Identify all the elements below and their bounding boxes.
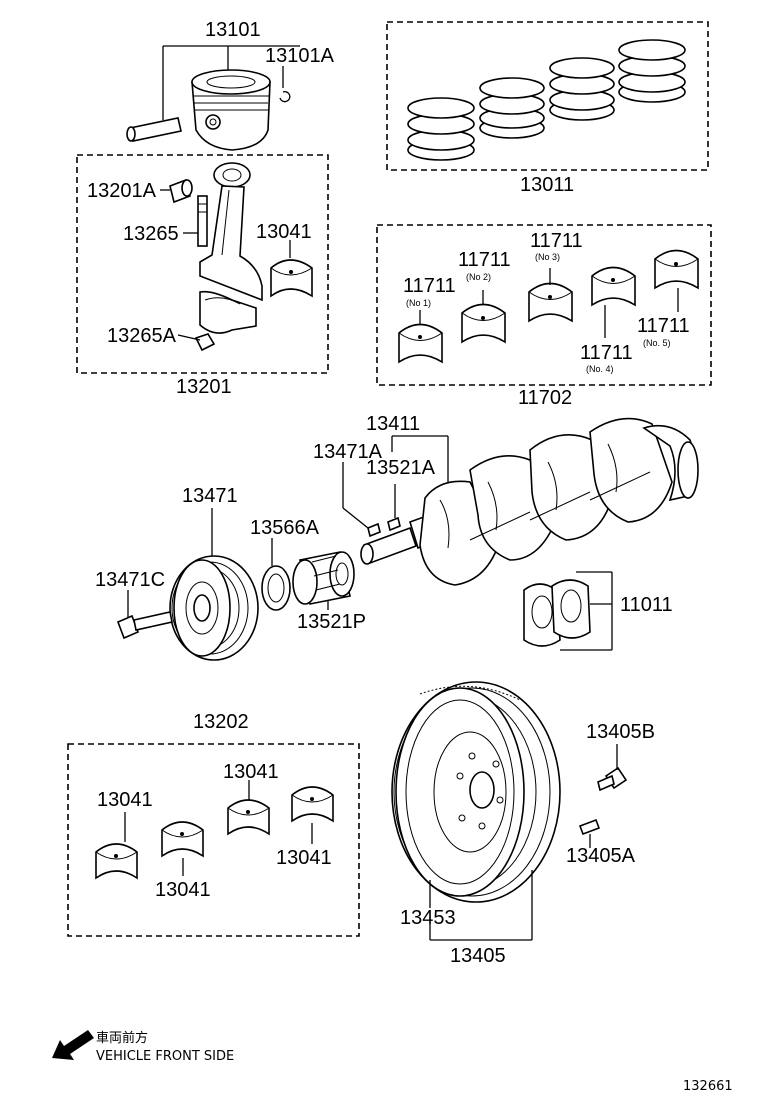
piston-group[interactable]: 13101 13101A <box>126 19 335 151</box>
label-13521P: 13521P <box>297 611 366 633</box>
label-13041-c: 13041 <box>223 761 279 783</box>
connecting-rod-group[interactable]: 13201A 13265 13041 13265A 13201 <box>76 154 329 398</box>
crank-pulley-group[interactable]: 13471 13471C <box>95 485 259 661</box>
label-13405A: 13405A <box>566 845 636 867</box>
label-13041-a: 13041 <box>97 789 153 811</box>
thrust-washers <box>523 579 591 647</box>
bearing-no4: (No. 4) <box>586 364 614 374</box>
label-13101: 13101 <box>205 19 261 41</box>
crankshaft-group[interactable]: 13411 13471A 13521A <box>313 413 699 586</box>
label-13471C: 13471C <box>95 569 165 591</box>
label-11711-no3: 11711 <box>530 230 583 252</box>
main-bearing-no5 <box>654 249 699 290</box>
figure-id: 132661 <box>683 1079 733 1094</box>
label-13265: 13265 <box>123 223 179 245</box>
bearing-no1: (No 1) <box>406 298 431 308</box>
piston <box>191 69 271 151</box>
label-13202: 13202 <box>193 711 249 733</box>
label-11711-no2: 11711 <box>458 249 511 271</box>
rod-bushing <box>169 178 193 204</box>
ring-set-4 <box>618 39 686 103</box>
rod-nut <box>194 333 216 352</box>
label-13101A: 13101A <box>265 45 335 67</box>
crankshaft <box>360 417 699 586</box>
label-13471A: 13471A <box>313 441 383 463</box>
label-13011: 13011 <box>520 174 574 196</box>
label-11711-no4: 11711 <box>580 342 633 364</box>
bearing-no5: (No. 5) <box>643 338 671 348</box>
oil-seal-group[interactable]: 13566A <box>250 517 320 611</box>
crank-gear-group[interactable]: 13521P <box>292 551 366 633</box>
label-13265A: 13265A <box>107 325 177 347</box>
label-13411: 13411 <box>366 413 420 435</box>
rod-bearing-set-1 <box>95 843 138 880</box>
label-13041-d: 13041 <box>276 847 332 869</box>
label-13521A: 13521A <box>366 457 436 479</box>
rod-cap <box>199 290 257 334</box>
crank-timing-gear <box>292 551 355 605</box>
rod-bearing-set-2 <box>161 821 204 858</box>
label-13201A: 13201A <box>87 180 157 202</box>
label-13041-b: 13041 <box>155 879 211 901</box>
main-bearings-group[interactable]: 11711 (No 1) 11711 (No 2) 11711 (No 3) 1… <box>376 224 712 409</box>
flywheel-bolt <box>597 766 628 792</box>
snap-ring <box>279 91 291 103</box>
main-bearing-no4 <box>591 266 636 307</box>
oil-seal <box>261 565 291 611</box>
label-11711-no1: 11711 <box>403 275 456 297</box>
label-13041-rod: 13041 <box>256 221 312 243</box>
crank-pulley <box>169 555 259 661</box>
flywheel-dowel <box>578 818 601 836</box>
bearing-no3: (No 3) <box>535 252 560 262</box>
vehicle-front-note: 車両前方 VEHICLE FRONT SIDE <box>52 1030 234 1064</box>
pulley-bolt <box>116 611 173 640</box>
label-13453: 13453 <box>400 907 456 929</box>
ring-set-3 <box>549 57 615 121</box>
label-13566A: 13566A <box>250 517 320 539</box>
rod-bearing-set-group[interactable]: 13202 13041 13041 13041 13041 <box>67 711 360 937</box>
label-13405B: 13405B <box>586 721 655 743</box>
rod-bearing-set-4 <box>291 786 334 823</box>
piston-rings-group[interactable]: 13011 <box>386 21 709 196</box>
piston-pin <box>126 117 182 142</box>
rod-bearing <box>270 259 313 298</box>
label-11711-no5: 11711 <box>637 315 690 337</box>
front-arrow-icon <box>52 1030 94 1060</box>
label-11702: 11702 <box>518 387 572 409</box>
ring-set-2 <box>479 77 545 139</box>
rod-bolt <box>197 195 208 247</box>
bearing-no2: (No 2) <box>466 272 491 282</box>
flywheel-group[interactable]: 13405B 13405A 13453 13405 <box>391 681 655 967</box>
flywheel <box>391 681 561 903</box>
thrust-washers-group[interactable]: 11011 <box>523 571 673 651</box>
connecting-rod <box>199 162 263 302</box>
label-11011: 11011 <box>620 594 673 616</box>
label-13405: 13405 <box>450 945 506 967</box>
label-13201: 13201 <box>176 376 232 398</box>
main-bearing-no3 <box>528 282 573 323</box>
main-bearing-no1 <box>398 323 443 364</box>
crank-keys <box>367 516 401 538</box>
note-japanese: 車両前方 <box>96 1030 148 1046</box>
main-bearing-no2 <box>461 303 506 344</box>
rod-bearing-set-3 <box>227 799 270 836</box>
ring-set-1 <box>407 97 475 161</box>
label-13471: 13471 <box>182 485 238 507</box>
note-english: VEHICLE FRONT SIDE <box>96 1049 234 1064</box>
